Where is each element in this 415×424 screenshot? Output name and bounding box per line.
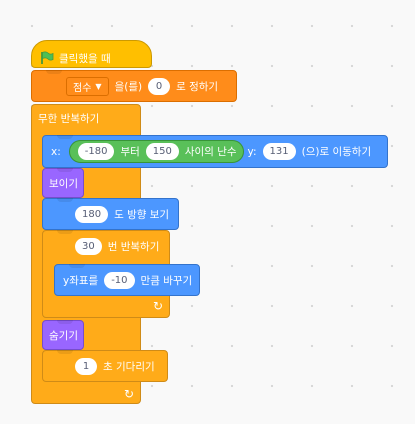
point-direction-label: 도 방향 보기 [114,208,170,221]
show-label: 보이기 [49,177,78,190]
when-flag-clicked-label: 클릭했을 때 [59,52,111,65]
variable-name: 점수 [73,82,92,94]
hide-label: 숨기기 [49,329,78,342]
loop-arrow-icon: ↻ [124,387,135,401]
forever-label: 무한 반복하기 [38,113,100,125]
random-mid-text: 부터 [120,146,140,158]
point-direction-block[interactable]: 180 도 방향 보기 [42,198,179,230]
goto-y-label: y: [247,145,257,158]
change-y-prefix: y좌표를 [63,274,99,287]
change-y-block[interactable]: y좌표를 -10 만큼 바꾸기 [54,264,200,296]
green-flag-icon [40,51,54,65]
goto-y-input[interactable]: 131 [262,143,296,160]
wait-seconds-input[interactable]: 1 [75,357,97,375]
direction-input[interactable]: 180 [75,205,109,223]
random-end-text: 사이의 난수 [184,146,237,158]
wait-label: 초 기다리기 [103,360,155,373]
goto-x-label: x: [51,145,61,158]
dropdown-caret-icon: ▼ [95,81,102,91]
when-flag-clicked-block[interactable]: 클릭했을 때 [31,40,152,68]
goto-end-text: (으)로 이동하기 [301,146,372,158]
change-y-label: 만큼 바꾸기 [140,274,193,287]
show-block[interactable]: 보이기 [42,168,84,198]
set-variable-mid-text: 을(를) [114,80,143,93]
wait-block[interactable]: 1 초 기다리기 [42,350,168,382]
set-variable-value-input[interactable]: 0 [148,77,171,95]
loop-arrow-icon: ↻ [153,299,164,313]
set-variable-end-text: 로 정하기 [176,80,219,93]
repeat-count-input[interactable]: 30 [75,238,102,255]
variable-dropdown[interactable]: 점수 ▼ [66,76,109,96]
goto-xy-block[interactable]: x: -180 부터 150 사이의 난수 y: 131 (으)로 이동하기 [42,135,388,168]
random-to-input[interactable]: 150 [145,143,179,160]
set-variable-block[interactable]: 점수 ▼ 을(를) 0 로 정하기 [31,70,237,102]
hide-block[interactable]: 숨기기 [42,320,84,350]
change-y-input[interactable]: -10 [104,271,135,289]
pick-random-block[interactable]: -180 부터 150 사이의 난수 [68,140,244,163]
repeat-label: 번 반복하기 [107,241,160,253]
random-from-input[interactable]: -180 [77,143,115,160]
